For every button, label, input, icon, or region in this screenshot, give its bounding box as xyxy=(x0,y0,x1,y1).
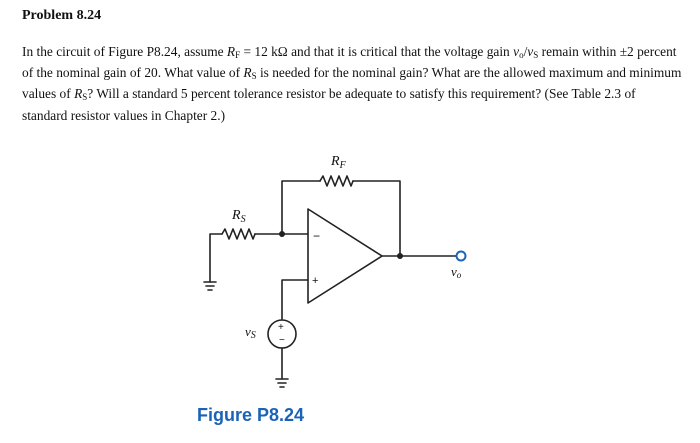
vs-label: vS xyxy=(245,324,256,341)
rf-symbol: R xyxy=(226,44,236,59)
statement-part-2: = 12 kΩ and that it is critical that the… xyxy=(240,44,514,59)
problem-statement: In the circuit of Figure P8.24, assume R… xyxy=(22,43,682,125)
ground-symbol-left xyxy=(203,281,217,291)
rs-symbol: R xyxy=(243,65,252,81)
vs-symbol: v xyxy=(527,44,534,59)
noninverting-wire xyxy=(281,279,309,320)
rs-label: RS xyxy=(231,208,246,225)
statement-part-1: In the circuit of Figure P8.24, assume xyxy=(22,44,227,59)
rf-resistor xyxy=(319,175,354,187)
feedback-wire-left xyxy=(281,180,321,235)
junction-dot-output xyxy=(397,253,403,259)
problem-title: Problem 8.24 xyxy=(22,8,102,23)
source-plus-sign: + xyxy=(278,322,284,333)
vo-subscript: o xyxy=(519,50,524,60)
statement-part-4: is needed for the nominal gain? What are… xyxy=(22,65,682,102)
rs-symbol-2: R xyxy=(74,86,83,102)
source-minus-sign: − xyxy=(279,335,285,346)
statement-part-3: remain within ±2 percent of the nominal … xyxy=(22,44,677,81)
statement-part-5: ? Will a standard 5 percent tolerance re… xyxy=(22,86,636,123)
rs-subscript-2: S xyxy=(82,92,88,103)
output-terminal xyxy=(455,250,467,262)
gain-slash: / xyxy=(523,44,528,59)
noninverting-input-sign: + xyxy=(312,275,318,287)
ground-symbol-bottom xyxy=(275,378,289,388)
junction-dot-inverting xyxy=(279,231,285,237)
rs-ground-wire xyxy=(209,233,223,283)
vo-symbol: v xyxy=(513,44,520,59)
rs-resistor xyxy=(221,228,256,240)
rf-label: RF xyxy=(330,154,347,171)
op-amp-triangle xyxy=(307,208,383,304)
vo-label: vo xyxy=(451,264,462,280)
vs-subscript: S xyxy=(533,50,539,60)
feedback-wire-right xyxy=(352,180,401,256)
circuit-diagram: RF RS vS vo − + + − xyxy=(203,154,467,388)
rf-subscript: F xyxy=(235,50,241,60)
figure-caption: Figure P8.24 xyxy=(197,405,305,425)
inverting-input-sign: − xyxy=(313,229,320,243)
rs-subscript: S xyxy=(251,71,257,82)
